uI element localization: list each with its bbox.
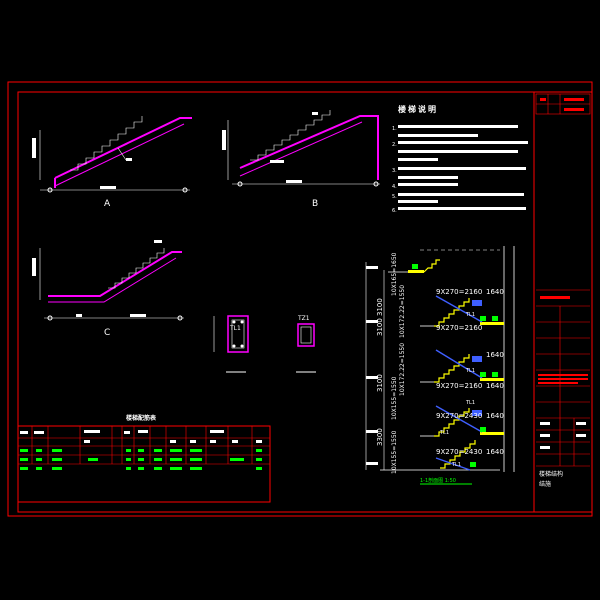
riser-label-4: 10X172.22=1550 <box>399 285 406 338</box>
landing-width-3: 1640 <box>486 382 504 390</box>
stair-detail-a: A <box>32 116 192 209</box>
beam-label-tz1: TZ1 <box>297 315 310 322</box>
flight-label-4: 9X270=2430 <box>436 412 482 420</box>
detail-label-a: A <box>104 199 111 209</box>
beam-label-1: TL1 <box>465 312 475 318</box>
section-caption: 1-1剖面图 1:50 <box>420 477 456 484</box>
riser-label-3: 10X172.22=1550 <box>399 343 406 396</box>
beam-label-tl1: TL1 <box>229 325 241 332</box>
stair-detail-c: C <box>32 240 184 338</box>
notes-line-4: 4. <box>392 184 397 190</box>
sheet-label: 结施 <box>539 480 551 488</box>
table-title: 楼梯配筋表 <box>126 414 157 422</box>
notes-line-5: 5. <box>392 194 397 200</box>
floor-height-1: 3300 <box>376 428 384 446</box>
sheet-border-inner <box>17 91 593 513</box>
floor-height-4: 3100 <box>376 298 384 316</box>
stair-detail-b: B <box>222 110 380 209</box>
notes-title: 楼梯说明 <box>398 104 438 114</box>
floor-height-2: 3100 <box>376 374 384 392</box>
beam-label-4: TL1 <box>439 430 449 436</box>
rebar-table: 楼梯配筋表 <box>17 414 271 503</box>
landing-width-4: 1640 <box>486 412 504 420</box>
flight-label-2: 9X270=2160 <box>436 324 482 332</box>
drawing-name: 楼梯结构 <box>539 470 563 478</box>
floor-height-3: 3100 <box>376 318 384 336</box>
notes-line-3: 3. <box>392 168 397 174</box>
beam-label-3: TL1 <box>465 400 475 406</box>
riser-label-5: 10X165=1650 <box>391 252 398 296</box>
detail-label-b: B <box>312 199 318 209</box>
notes-line-1: 1. <box>392 126 397 132</box>
stair-notes: 楼梯说明 1. 2. 3. 4. 5. 6. <box>392 104 528 214</box>
landing-width-2: 1640 <box>486 351 504 359</box>
title-block: 楼梯结构 结施 <box>535 93 591 488</box>
flight-label-5: 9X270=2430 <box>436 448 482 456</box>
riser-label-1: 10X155=1550 <box>391 430 398 474</box>
flight-label-3: 9X270=2160 <box>436 382 482 390</box>
riser-label-2: 10X155=1550 <box>391 376 398 420</box>
notes-line-6: 6. <box>392 208 397 214</box>
beam-label-5: TL1 <box>451 462 461 468</box>
notes-line-2: 2. <box>392 142 397 148</box>
detail-label-c: C <box>104 328 110 338</box>
stair-section-1-1: 9X270=2160 9X270=2160 9X270=2160 9X270=2… <box>365 246 515 485</box>
beam-label-2: TL1 <box>465 368 475 374</box>
landing-width-5: 1640 <box>486 448 504 456</box>
beam-section-tl1: TL1 <box>213 315 249 373</box>
flight-label-1: 9X270=2160 <box>436 288 482 296</box>
landing-width-1: 1640 <box>486 288 504 296</box>
beam-section-tz1: TZ1 <box>296 315 316 373</box>
